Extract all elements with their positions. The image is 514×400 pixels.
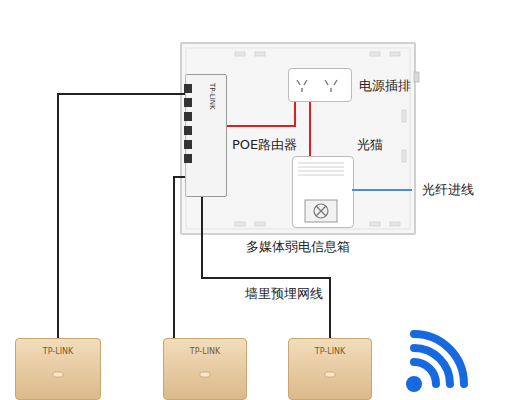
panel-logo: TP-LINK (190, 347, 220, 357)
modem-fan (314, 204, 328, 218)
modem-label: 光猫 (357, 137, 383, 153)
cable-label: 墙里预埋网线 (245, 286, 323, 302)
network-cable (58, 94, 185, 338)
router-ports (184, 84, 192, 163)
wifi-icon (406, 334, 464, 392)
device-logo: TP-LINK (208, 83, 216, 110)
panel-logo: TP-LINK (315, 347, 345, 357)
power-wire (227, 102, 295, 126)
power-strip: 电源插排 (288, 68, 352, 102)
strip-sockets (297, 80, 337, 92)
panel-ap: TP-LINK (15, 338, 101, 400)
power-wire (309, 102, 311, 156)
mounting-slots (235, 52, 406, 226)
optical-modem: 光猫 (292, 156, 354, 228)
poe-router: TP-LINKPOE路由器 (185, 74, 227, 197)
panel-indicators (53, 372, 335, 377)
panel-ap: TP-LINK (163, 338, 247, 400)
enclosure-rail (186, 48, 410, 229)
fiber-line (352, 189, 412, 191)
panel-ap: TP-LINK (288, 338, 372, 400)
enclosure-box: 多媒体弱电信息箱电源插排TP-LINKPOE路由器光猫 (180, 42, 416, 235)
enclosure-clip (414, 72, 419, 82)
network-cable (174, 177, 185, 338)
network-cable (202, 197, 330, 338)
strip-label: 电源插排 (359, 78, 411, 94)
router-label: POE路由器 (232, 137, 297, 153)
modem-vents (298, 163, 344, 175)
enclosure-title: 多媒体弱电信息箱 (246, 239, 350, 255)
panel-logo: TP-LINK (43, 347, 73, 357)
modem-fan-box (305, 200, 337, 222)
fiber-label: 光纤进线 (422, 182, 474, 198)
